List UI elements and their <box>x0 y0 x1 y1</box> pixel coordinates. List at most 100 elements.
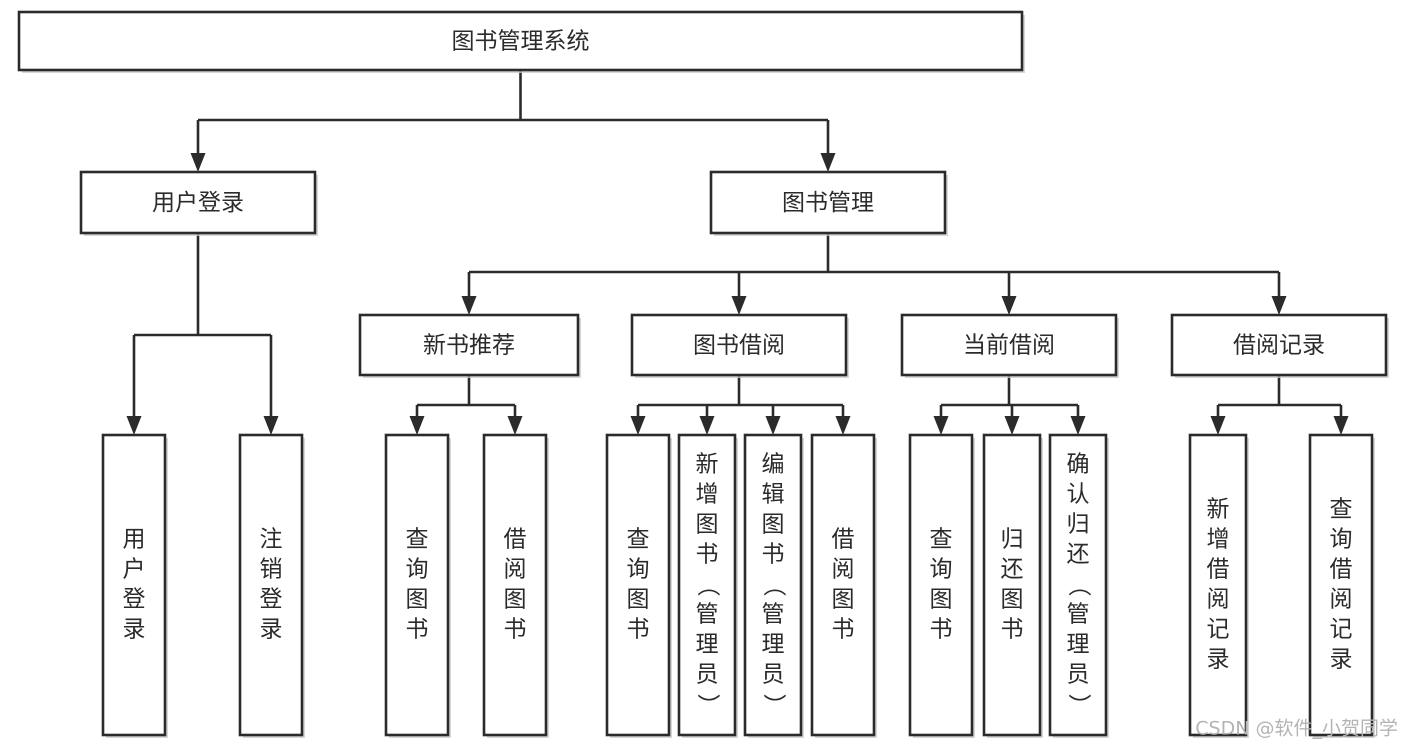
svg-text:查: 查 <box>930 527 953 553</box>
new-book-rec-arrow-1 <box>507 416 523 435</box>
svg-text:借: 借 <box>832 527 855 553</box>
svg-text:询: 询 <box>627 557 650 583</box>
node-leaf-return-book-rect[interactable] <box>982 433 1042 737</box>
svg-text:阅: 阅 <box>1330 587 1353 613</box>
node-leaf-edit-book-rect[interactable] <box>743 433 803 737</box>
svg-text:记: 记 <box>1207 617 1230 643</box>
book-borrow-arrow-3 <box>835 416 851 435</box>
svg-text:辑: 辑 <box>762 482 785 508</box>
svg-text:注: 注 <box>260 527 283 553</box>
svg-text:书: 书 <box>762 542 785 568</box>
svg-text:归: 归 <box>1067 512 1090 538</box>
svg-text:借: 借 <box>504 527 527 553</box>
node-book-borrow[interactable]: 图书借阅 <box>630 313 849 378</box>
node-new-book-rec-rect[interactable] <box>358 313 580 377</box>
borrow-record-arrow-0 <box>1210 416 1226 435</box>
svg-text:询: 询 <box>406 557 429 583</box>
csdn-watermark: CSDN @软件_小贺同学 <box>1195 718 1398 740</box>
new-book-rec-arrow-0 <box>409 416 425 435</box>
node-leaf-query-book-3-rect[interactable] <box>908 433 974 737</box>
svg-text:增: 增 <box>696 482 719 508</box>
user-login-arrow-0 <box>126 416 142 435</box>
book-manage-arrow-2 <box>1001 296 1017 315</box>
node-leaf-confirm-return-rect[interactable] <box>1048 433 1108 737</box>
node-leaf-borrow-book-2-rect[interactable] <box>810 433 876 737</box>
node-book-borrow-label: 图书借阅 <box>693 333 785 359</box>
node-leaf-query-record-rect[interactable] <box>1308 433 1374 737</box>
svg-text:理: 理 <box>762 632 785 658</box>
svg-text:图: 图 <box>1001 587 1024 613</box>
node-borrow-record-rect[interactable] <box>1170 313 1388 377</box>
svg-text:录: 录 <box>1207 647 1230 673</box>
svg-text:书: 书 <box>1001 617 1024 643</box>
svg-text:销: 销 <box>260 557 283 583</box>
borrow-record-arrow-1 <box>1333 416 1349 435</box>
svg-text:录: 录 <box>123 617 146 643</box>
node-leaf-user-login-rect[interactable] <box>101 433 167 737</box>
node-user-login-label: 用户登录 <box>152 190 244 216</box>
watermark-layer: CSDN @软件_小贺同学 <box>1195 718 1398 740</box>
node-leaf-user-logout-rect[interactable] <box>238 433 304 737</box>
svg-text:管: 管 <box>1067 602 1090 628</box>
node-current-borrow-label: 当前借阅 <box>963 333 1055 359</box>
connectors-layer <box>126 70 1349 435</box>
user-login-arrow-1 <box>263 416 279 435</box>
svg-text:用: 用 <box>123 527 146 553</box>
svg-text:书: 书 <box>696 542 719 568</box>
node-root-root-rect[interactable] <box>17 10 1024 72</box>
svg-text:户: 户 <box>123 557 146 583</box>
svg-text:询: 询 <box>930 557 953 583</box>
node-book-borrow-rect[interactable] <box>630 313 848 377</box>
root-arrow-0 <box>190 153 206 172</box>
svg-text:图: 图 <box>504 587 527 613</box>
svg-text:（: （ <box>695 574 721 597</box>
node-current-borrow[interactable]: 当前借阅 <box>900 313 1119 378</box>
node-leaf-query-book-2-rect[interactable] <box>605 433 671 737</box>
book-borrow-arrow-2 <box>765 416 781 435</box>
svg-text:书: 书 <box>832 617 855 643</box>
svg-text:管: 管 <box>696 602 719 628</box>
svg-text:确: 确 <box>1067 452 1090 478</box>
svg-text:）: ） <box>695 694 721 717</box>
svg-text:新: 新 <box>1207 497 1230 523</box>
node-leaf-add-book-rect[interactable] <box>677 433 737 737</box>
svg-text:管: 管 <box>762 602 785 628</box>
book-borrow-arrow-1 <box>699 416 715 435</box>
node-leaf-query-book-1-rect[interactable] <box>384 433 450 737</box>
svg-text:增: 增 <box>1207 527 1230 553</box>
svg-text:新: 新 <box>696 452 719 478</box>
node-user-login[interactable]: 用户登录 <box>79 170 318 236</box>
current-borrow-arrow-1 <box>1004 416 1020 435</box>
node-borrow-record[interactable]: 借阅记录 <box>1170 313 1389 378</box>
node-root-root[interactable]: 图书管理系统 <box>17 10 1025 73</box>
node-leaf-borrow-book-1-rect[interactable] <box>482 433 548 737</box>
svg-text:理: 理 <box>1067 632 1090 658</box>
node-new-book-rec[interactable]: 新书推荐 <box>358 313 581 378</box>
node-leaf-user-login[interactable]: 用户登录 <box>101 433 168 738</box>
node-book-manage[interactable]: 图书管理 <box>709 170 948 236</box>
node-current-borrow-rect[interactable] <box>900 313 1118 377</box>
book-manage-arrow-0 <box>461 296 477 315</box>
node-book-manage-rect[interactable] <box>709 170 947 235</box>
svg-text:借: 借 <box>1330 557 1353 583</box>
svg-text:查: 查 <box>406 527 429 553</box>
node-user-login-rect[interactable] <box>79 170 317 235</box>
node-leaf-add-record-rect[interactable] <box>1188 433 1248 737</box>
